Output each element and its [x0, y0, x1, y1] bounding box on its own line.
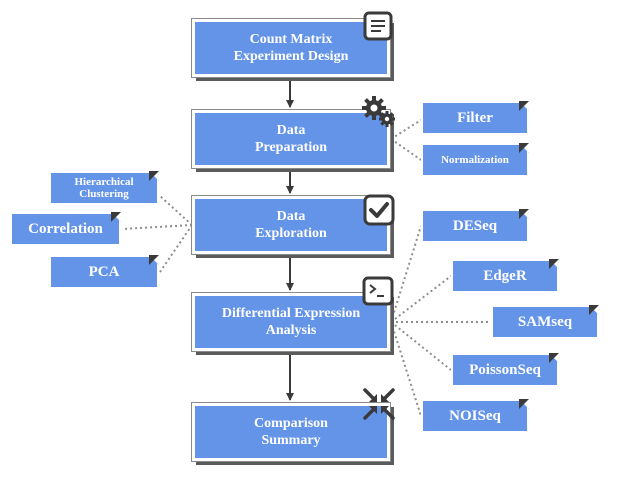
method-hierarchical-clustering: Hierarchical Clustering — [49, 171, 159, 205]
method-normalization: Normalization — [421, 143, 529, 177]
fold-corner — [549, 259, 559, 269]
step-count-matrix: Count Matrix Experiment Design — [191, 18, 391, 78]
step-differential-expression-line1: Differential Expression — [221, 306, 361, 321]
step-data-preparation-line2: Preparation — [254, 140, 328, 155]
link-preparation-filter — [390, 119, 422, 140]
method-normalization-label: Normalization — [441, 154, 509, 166]
fold-corner — [519, 209, 529, 219]
method-correlation-label: Correlation — [28, 220, 103, 237]
step-differential-expression: Differential Expression Analysis — [191, 292, 391, 352]
link-de-edger — [390, 275, 452, 323]
fold-corner — [519, 399, 529, 409]
method-noiseq-label: NOISeq — [449, 407, 501, 424]
gears-icon — [361, 95, 397, 129]
step-data-exploration: Data Exploration — [191, 195, 391, 255]
fold-corner — [149, 171, 159, 181]
fold-corner — [549, 353, 559, 363]
method-poissonseq: PoissonSeq — [451, 353, 559, 387]
fold-corner — [519, 143, 529, 153]
step-data-exploration-line1: Data — [276, 209, 306, 224]
link-de-poissonseq — [390, 321, 452, 371]
checkmark-icon — [363, 194, 395, 226]
method-poissonseq-label: PoissonSeq — [469, 361, 541, 378]
link-exploration-correlation — [121, 224, 193, 230]
step-comparison-summary-line1: Comparison — [254, 416, 328, 431]
method-correlation: Correlation — [10, 212, 121, 246]
fold-corner — [149, 255, 159, 265]
document-icon — [363, 11, 393, 41]
step-comparison-summary-line2: Summary — [261, 433, 321, 448]
link-preparation-normalization — [390, 138, 422, 161]
step-data-preparation: Data Preparation — [191, 109, 391, 169]
method-noiseq: NOISeq — [421, 399, 529, 433]
method-hierarchical-line1: Hierarchical — [74, 176, 134, 188]
compress-arrows-icon — [362, 387, 396, 421]
method-filter-label: Filter — [457, 109, 493, 126]
method-pca-label: PCA — [88, 263, 120, 280]
step-count-matrix-line2: Experiment Design — [233, 49, 349, 64]
step-differential-expression-line2: Analysis — [265, 323, 317, 338]
method-pca: PCA — [49, 255, 159, 289]
method-deseq: DESeq — [421, 209, 529, 243]
step-count-matrix-line1: Count Matrix — [249, 32, 333, 47]
step-data-exploration-line2: Exploration — [255, 226, 327, 241]
terminal-icon — [362, 276, 394, 306]
fold-corner — [519, 101, 529, 111]
step-comparison-summary: Comparison Summary — [191, 402, 391, 462]
link-de-deseq — [390, 225, 422, 323]
fold-corner — [589, 305, 599, 315]
method-deseq-label: DESeq — [452, 217, 498, 234]
method-hierarchical-line2: Clustering — [79, 188, 129, 200]
step-data-preparation-line1: Data — [276, 123, 306, 138]
method-samseq-label: SAMseq — [517, 313, 573, 330]
link-exploration-hierarchical — [159, 195, 193, 226]
method-filter: Filter — [421, 101, 529, 135]
method-samseq: SAMseq — [491, 305, 599, 339]
method-edger: EdgeR — [451, 259, 559, 293]
link-de-noiseq — [390, 321, 422, 417]
fold-corner — [111, 212, 121, 222]
method-edger-label: EdgeR — [483, 267, 527, 284]
link-exploration-pca — [159, 224, 193, 273]
